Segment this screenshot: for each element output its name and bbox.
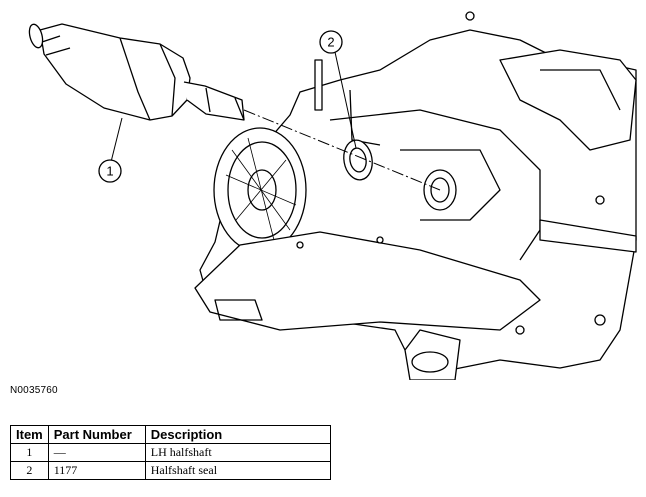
callout-1-circle bbox=[98, 159, 122, 183]
table-row: 1 — LH halfshaft bbox=[10, 443, 332, 462]
legend-header-description: Description bbox=[144, 425, 332, 444]
legend-part-number-cell: — bbox=[47, 443, 146, 462]
shaft-centerline bbox=[243, 109, 441, 191]
legend-item-cell: 1 bbox=[10, 443, 49, 462]
callout-1-leader bbox=[110, 117, 123, 163]
legend-table: Item Part Number Description 1 — LH half… bbox=[10, 425, 332, 480]
legend-part-number-cell: 1177 bbox=[47, 461, 146, 480]
callout-1-label: 1 bbox=[106, 164, 113, 179]
legend-description-cell: Halfshaft seal bbox=[144, 461, 332, 480]
transaxle-illustration: 1 2 bbox=[28, 11, 637, 380]
legend-header-row: Item Part Number Description bbox=[10, 425, 332, 444]
callout-2-label: 2 bbox=[327, 35, 334, 50]
legend-item-cell: 2 bbox=[10, 461, 49, 480]
legend-header-item: Item bbox=[10, 425, 49, 444]
transaxle-housing bbox=[194, 11, 637, 380]
callout-2-circle bbox=[319, 30, 343, 54]
lh-halfshaft bbox=[28, 23, 245, 121]
figure-id: N0035760 bbox=[10, 385, 58, 396]
callout-2-leader bbox=[334, 51, 357, 149]
legend-description-cell: LH halfshaft bbox=[144, 443, 332, 462]
legend-header-part-number: Part Number bbox=[47, 425, 146, 444]
table-row: 2 1177 Halfshaft seal bbox=[10, 461, 332, 480]
